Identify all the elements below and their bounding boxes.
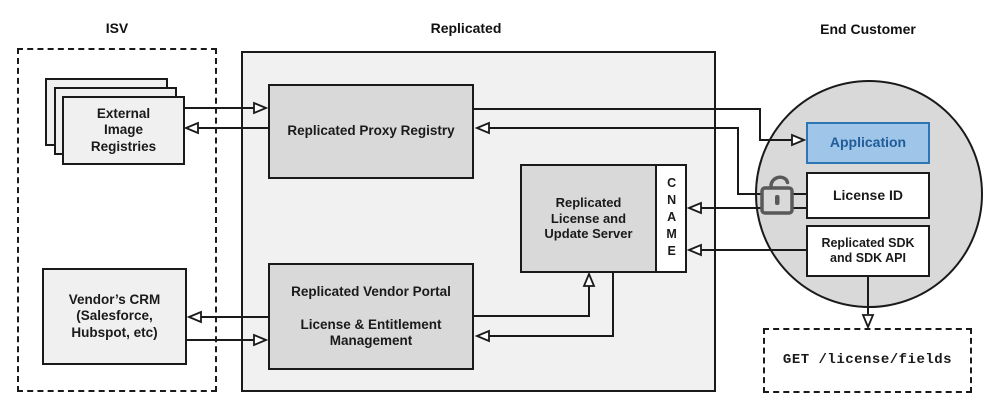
arrow-sdk-to-cname bbox=[686, 243, 806, 257]
external-image-registries-node: External Image Registries bbox=[62, 96, 185, 165]
get-license-fields-endpoint: GET /license/fields bbox=[763, 328, 972, 393]
arrow-portal-to-crm bbox=[186, 310, 268, 324]
arrow-proxy-to-registries bbox=[183, 121, 268, 135]
replicated-sdk-node: Replicated SDK and SDK API bbox=[806, 225, 930, 277]
isv-section-boundary bbox=[17, 48, 217, 392]
arrow-portal-to-server bbox=[474, 271, 596, 317]
section-title-end-customer: End Customer bbox=[820, 21, 916, 37]
arrow-proxy-to-application bbox=[474, 108, 807, 147]
arrow-registries-to-proxy bbox=[185, 101, 269, 115]
section-title-replicated: Replicated bbox=[430, 20, 502, 36]
license-id-node: License ID bbox=[806, 172, 930, 219]
replicated-license-update-server-node: Replicated License and Update Server bbox=[520, 164, 657, 273]
replicated-vendor-portal-node: Replicated Vendor Portal License & Entit… bbox=[268, 263, 474, 370]
cname-strip: CNAME bbox=[655, 164, 687, 273]
vendors-crm-node: Vendor’s CRM (Salesforce, Hubspot, etc) bbox=[42, 268, 187, 365]
arrow-sdk-to-get-endpoint bbox=[861, 277, 875, 330]
arrow-crm-to-portal bbox=[187, 333, 269, 347]
lock-icon bbox=[760, 175, 794, 215]
application-node: Application bbox=[806, 122, 930, 164]
replicated-proxy-registry-node: Replicated Proxy Registry bbox=[268, 84, 474, 179]
section-title-isv: ISV bbox=[105, 20, 129, 36]
arrow-server-to-portal bbox=[474, 273, 614, 343]
